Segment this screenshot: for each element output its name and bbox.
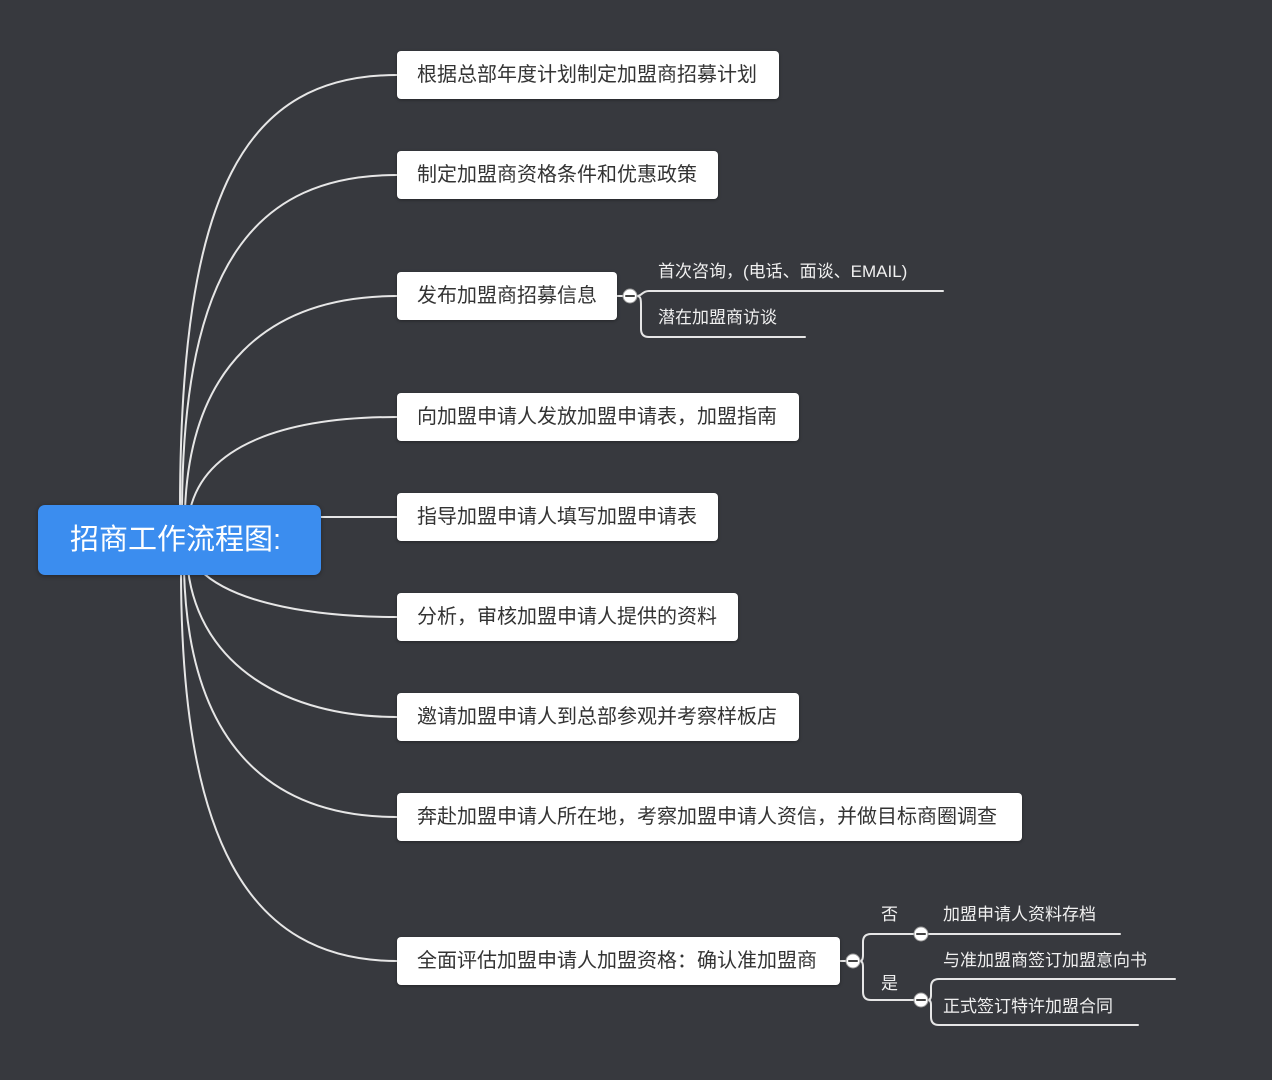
subtopic-label: 正式签订特许加盟合同	[943, 997, 1113, 1016]
subtopic-archive-applicant-data[interactable]: 加盟申请人资料存档	[943, 905, 1096, 925]
collapse-button-no[interactable]	[913, 926, 929, 942]
topic-branch-3[interactable]: 发布加盟商招募信息	[397, 272, 617, 320]
subtopic-sign-letter-of-intent[interactable]: 与准加盟商签订加盟意向书	[943, 951, 1147, 971]
topic-branch-1[interactable]: 根据总部年度计划制定加盟商招募计划	[397, 51, 779, 99]
connector-root-to-branch-4	[189, 416, 398, 511]
connector-root-to-branch-9	[180, 569, 398, 962]
decision-label-yes[interactable]: 是	[881, 974, 898, 994]
topic-label: 根据总部年度计划制定加盟商招募计划	[417, 64, 757, 86]
collapse-button-branch-3[interactable]	[622, 288, 638, 304]
connector-branch-3-sub-1-underline	[636, 290, 944, 297]
topic-label: 指导加盟申请人填写加盟申请表	[417, 506, 697, 528]
connector-root-to-branch-7	[187, 569, 398, 718]
subtopic-label: 加盟申请人资料存档	[943, 905, 1096, 924]
subtopic-sign-franchise-contract[interactable]: 正式签订特许加盟合同	[943, 997, 1113, 1017]
topic-branch-9[interactable]: 全面评估加盟申请人加盟资格：确认准加盟商	[397, 937, 840, 985]
connector-root-to-branch-1	[179, 74, 398, 511]
connector-root-to-branch-3	[184, 295, 398, 511]
topic-branch-2[interactable]: 制定加盟商资格条件和优惠政策	[397, 151, 718, 199]
topic-label: 向加盟申请人发放加盟申请表，加盟指南	[417, 406, 777, 428]
central-topic-label: 招商工作流程图:	[70, 524, 282, 556]
collapse-button-yes[interactable]	[913, 992, 929, 1008]
topic-branch-4[interactable]: 向加盟申请人发放加盟申请表，加盟指南	[397, 393, 799, 441]
subtopic-label: 潜在加盟商访谈	[658, 308, 777, 327]
topic-branch-7[interactable]: 邀请加盟申请人到总部参观并考察样板店	[397, 693, 799, 741]
topic-label: 全面评估加盟申请人加盟资格：确认准加盟商	[417, 950, 817, 972]
connector-yes-sub-2-underline	[927, 999, 1139, 1026]
connector-root-to-branch-2	[181, 174, 398, 511]
subtopic-first-consultation[interactable]: 首次咨询，(电话、面谈、EMAIL)	[658, 262, 907, 282]
subtopic-potential-franchisee-interview[interactable]: 潜在加盟商访谈	[658, 308, 777, 328]
connector-root-to-branch-6	[199, 569, 398, 618]
central-topic[interactable]: 招商工作流程图:	[38, 505, 321, 575]
connector-branch-3-sub-2-underline	[636, 295, 806, 338]
topic-label: 制定加盟商资格条件和优惠政策	[417, 164, 697, 186]
connector-root-to-branch-8	[183, 569, 398, 818]
topic-label: 发布加盟商招募信息	[417, 285, 597, 307]
topic-label: 分析，审核加盟申请人提供的资料	[417, 606, 717, 628]
subtopic-label: 首次咨询，(电话、面谈、EMAIL)	[658, 262, 908, 281]
topic-branch-6[interactable]: 分析，审核加盟申请人提供的资料	[397, 593, 738, 641]
subtopic-label: 是	[881, 974, 898, 993]
topic-label: 邀请加盟申请人到总部参观并考察样板店	[417, 706, 777, 728]
subtopic-label: 否	[881, 905, 898, 924]
collapse-button-branch-9[interactable]	[845, 953, 861, 969]
connector-branch-9-no-line	[859, 933, 915, 962]
subtopic-label: 与准加盟商签订加盟意向书	[943, 951, 1147, 970]
topic-branch-5[interactable]: 指导加盟申请人填写加盟申请表	[397, 493, 718, 541]
connector-branch-9-yes-line	[859, 960, 915, 1001]
topic-label: 奔赴加盟申请人所在地，考察加盟申请人资信，并做目标商圈调查	[417, 806, 997, 828]
topic-branch-8[interactable]: 奔赴加盟申请人所在地，考察加盟申请人资信，并做目标商圈调查	[397, 793, 1022, 841]
decision-label-no[interactable]: 否	[881, 905, 898, 925]
